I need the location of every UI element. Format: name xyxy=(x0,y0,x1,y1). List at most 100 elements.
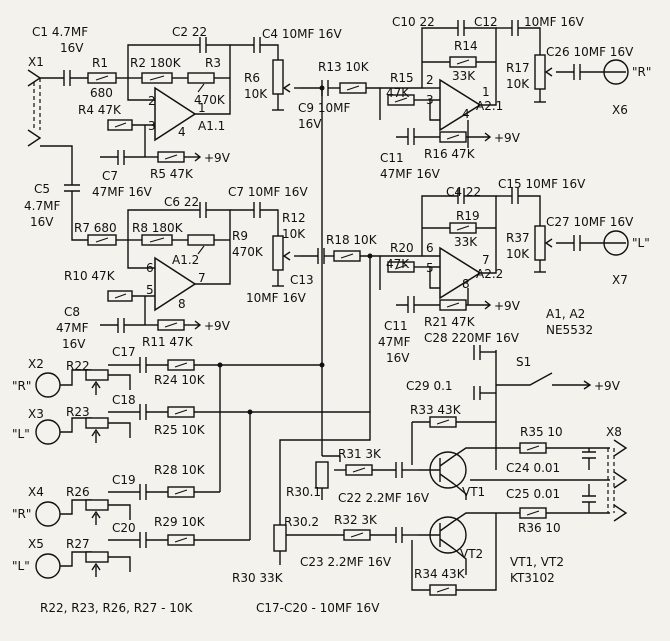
label-a1-2: A1.2 xyxy=(172,253,199,267)
label-c28: C28 220MF 16V xyxy=(424,331,520,345)
label-transistor-note: VT1, VT2 xyxy=(510,555,564,569)
label-r2: R2 180K xyxy=(130,56,182,70)
label-r1-value: 680 xyxy=(90,86,113,100)
label-r16: R16 47K xyxy=(424,147,476,161)
label-r8: R8 180K xyxy=(132,221,184,235)
label-c11b-voltage: 16V xyxy=(386,351,410,365)
label-x8: X8 xyxy=(606,425,622,439)
label-c2: C2 22 xyxy=(172,25,207,39)
label-r21: R21 47K xyxy=(424,315,476,329)
pin-a22-8: 8 xyxy=(462,277,470,291)
label-r5: R5 47K xyxy=(150,167,194,181)
label-resistor-note: R22, R23, R26, R27 - 10K xyxy=(40,601,194,615)
pin-a22-6: 6 xyxy=(426,241,434,255)
label-r15: R15 xyxy=(390,71,414,85)
label-r19: R19 xyxy=(456,209,480,223)
label-x4-channel: "R" xyxy=(12,507,31,521)
label-r23: R23 xyxy=(66,405,90,419)
label-c8-voltage: 16V xyxy=(62,337,86,351)
label-r31: R31 3K xyxy=(338,447,382,461)
pin-a11-1: 1 xyxy=(198,101,206,115)
label-ic-note: A1, A2 xyxy=(546,307,585,321)
label-r37-value: 10K xyxy=(506,247,530,261)
label-c11: C11 xyxy=(380,151,404,165)
mixing-bus xyxy=(217,85,373,540)
label-c24: C24 0.01 xyxy=(506,461,560,475)
label-a2-1: A2.1 xyxy=(476,99,503,113)
label-r4: R4 47K xyxy=(78,103,122,117)
label-c26: C26 10MF 16V xyxy=(546,45,634,59)
label-c5-value: 4.7MF xyxy=(24,199,60,213)
pin-a11-4: 4 xyxy=(178,125,186,139)
pin-a21-2: 2 xyxy=(426,73,434,87)
label-r29: R29 10K xyxy=(154,515,206,529)
label-r13: R13 10K xyxy=(318,60,370,74)
channel-1-amplifier xyxy=(27,20,629,165)
pin-a11-3: 3 xyxy=(148,119,156,133)
label-r9-value: 470K xyxy=(232,245,264,259)
label-c7b: C7 10MF 16V xyxy=(228,185,308,199)
label-c4b: C4 22 xyxy=(446,185,481,199)
label-supply-9v-1: +9V xyxy=(204,151,231,165)
pin-a12-5: 5 xyxy=(146,283,154,297)
label-x5: X5 xyxy=(28,537,44,551)
label-c27: C27 10MF 16V xyxy=(546,215,634,229)
label-c4: C4 10MF 16V xyxy=(262,27,342,41)
label-r6-value: 10K xyxy=(244,87,268,101)
label-c7: C7 xyxy=(102,169,118,183)
label-r27: R27 xyxy=(66,537,90,551)
label-c5-voltage: 16V xyxy=(30,215,54,229)
pin-a22-5: 5 xyxy=(426,261,434,275)
label-c8: C8 xyxy=(64,305,80,319)
label-x5-channel: "L" xyxy=(12,559,30,573)
label-c17: C17 xyxy=(112,345,136,359)
label-supply-9v-5: +9V xyxy=(594,379,621,393)
label-r22: R22 xyxy=(66,359,90,373)
label-x4: X4 xyxy=(28,485,44,499)
label-vt2: VT2 xyxy=(460,547,483,561)
label-ic-type: NE5532 xyxy=(546,323,593,337)
label-r14-value: 33K xyxy=(452,69,476,83)
label-r28: R28 10K xyxy=(154,463,206,477)
label-r18: R18 10K xyxy=(326,233,378,247)
label-r3-value: 470K xyxy=(194,93,226,107)
label-c12-value: 10MF 16V xyxy=(524,15,585,29)
label-r1: R1 xyxy=(92,56,108,70)
pin-a21-4: 4 xyxy=(462,107,470,121)
label-c13-value: 10MF 16V xyxy=(246,291,307,305)
label-r26: R26 xyxy=(66,485,90,499)
label-x1: X1 xyxy=(28,55,44,69)
pin-a12-7: 7 xyxy=(198,271,206,285)
label-c18: C18 xyxy=(112,393,136,407)
label-x6: X6 xyxy=(612,103,628,117)
label-c22: C22 2.2MF 16V xyxy=(338,491,430,505)
label-r20: R20 xyxy=(390,241,414,255)
label-c23: C23 2.2MF 16V xyxy=(300,555,392,569)
label-r34: R34 43K xyxy=(414,567,466,581)
label-r17: R17 xyxy=(506,61,530,75)
pin-a22-7: 7 xyxy=(482,253,490,267)
label-r32: R32 3K xyxy=(334,513,378,527)
label-c9: C9 10MF xyxy=(298,101,350,115)
opamp-a1-1 xyxy=(154,86,197,142)
label-c5: C5 xyxy=(34,182,50,196)
pin-a11-2: 2 xyxy=(148,94,156,108)
label-r36: R36 10 xyxy=(518,521,561,535)
label-r30-1: R30.1 xyxy=(286,485,321,499)
label-r37: R37 xyxy=(506,231,530,245)
label-supply-9v-3: +9V xyxy=(204,319,231,333)
label-r35: R35 10 xyxy=(520,425,563,439)
jack-x2 xyxy=(35,372,61,398)
label-c1: C1 4.7MF xyxy=(32,25,88,39)
label-c11b: C11 xyxy=(384,319,408,333)
label-a1-1: A1.1 xyxy=(198,119,225,133)
label-transistor-type: KT3102 xyxy=(510,571,555,585)
label-r24: R24 10K xyxy=(154,373,206,387)
label-r9: R9 xyxy=(232,229,248,243)
pin-a21-1: 1 xyxy=(482,85,490,99)
label-c13: C13 xyxy=(290,273,314,287)
opamp-a2-2 xyxy=(439,246,482,300)
label-r10: R10 47K xyxy=(64,269,116,283)
channel-2-amplifier xyxy=(40,145,629,333)
